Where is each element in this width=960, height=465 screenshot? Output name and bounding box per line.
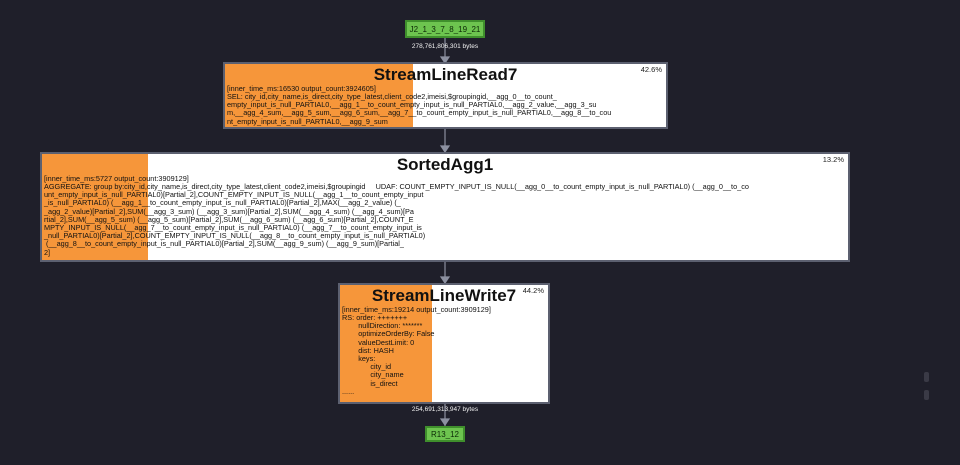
- operator-stats: [inner_time_ms:5727 output_count:3909129…: [44, 174, 189, 183]
- scroll-handle-bottom[interactable]: [924, 390, 929, 400]
- operator-stats: [inner_time_ms:19214 output_count:390912…: [342, 305, 491, 314]
- time-share-fill: [225, 64, 413, 127]
- sink-node-label: R13_12: [430, 429, 460, 439]
- operator-detail: AGGREGATE: group by:city_id,city_name,is…: [44, 182, 749, 257]
- edge-bytes-bottom: 254,691,313,947 bytes: [411, 406, 479, 413]
- arrow-head-icon: [439, 56, 451, 65]
- time-percent: 42.6%: [640, 65, 662, 74]
- operator-sorted-agg[interactable]: SortedAgg1 13.2% [inner_time_ms:5727 out…: [40, 152, 850, 262]
- operator-detail: RS: order: +++++++ nullDirection: ******…: [342, 313, 435, 396]
- arrow-head-icon: [439, 418, 451, 427]
- time-percent: 13.2%: [822, 155, 844, 164]
- time-share-fill: [340, 285, 432, 402]
- source-node-label: J2_1_3_7_8_19_21: [409, 24, 481, 34]
- source-node[interactable]: J2_1_3_7_8_19_21: [405, 20, 485, 38]
- time-share-fill: [42, 154, 149, 260]
- arrow-head-icon: [439, 276, 451, 285]
- scroll-handle-top[interactable]: [924, 372, 929, 382]
- edge-bytes-top: 278,761,806,301 bytes: [411, 43, 479, 50]
- operator-stream-line-write[interactable]: StreamLineWrite7 44.2% [inner_time_ms:19…: [338, 283, 550, 404]
- sink-node[interactable]: R13_12: [425, 426, 465, 442]
- operator-detail: SEL: city_id,city_name,is_direct,city_ty…: [227, 92, 612, 126]
- operator-title: StreamLineWrite7: [371, 286, 517, 305]
- time-percent: 44.2%: [522, 286, 544, 295]
- operator-stats: [inner_time_ms:16530 output_count:392460…: [227, 84, 376, 93]
- operator-title: StreamLineRead7: [373, 65, 518, 84]
- operator-stream-line-read[interactable]: StreamLineRead7 42.6% [inner_time_ms:165…: [223, 62, 668, 129]
- operator-title: SortedAgg1: [396, 155, 494, 174]
- arrow-head-icon: [439, 145, 451, 154]
